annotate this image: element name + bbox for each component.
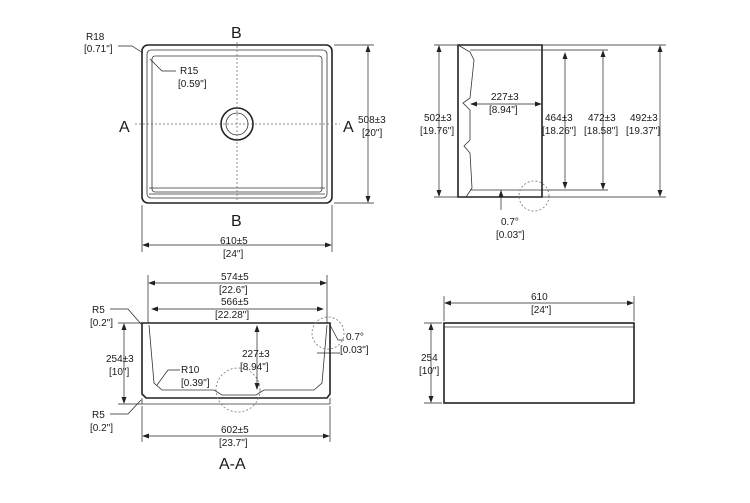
bowl-depth-arrow-right: [535, 101, 542, 107]
side-view: 502±3 [19.76"] 227±3 [8.94"] 464±3 [18.2…: [420, 44, 666, 241]
section-draft-angle-inch: [0.03"]: [340, 345, 369, 356]
outer-radius-inch: [0.71"]: [84, 44, 113, 55]
section-a-rim-detail-circle: [311, 316, 345, 350]
inner-length-1-arrow-top: [562, 52, 568, 59]
depth-arrow-top: [365, 45, 371, 52]
section-b-top-label: B: [231, 25, 242, 42]
depth-inch: [20"]: [362, 128, 382, 139]
bowl-depth-arrow-left: [470, 101, 477, 107]
inner-radius-leader: [149, 58, 176, 72]
section-a-floor-detail-circle: [215, 367, 261, 413]
overall-height-arrow-bottom: [436, 190, 442, 197]
outer-length-inch: [19.37"]: [626, 126, 660, 137]
depth-mm: 508±3: [358, 115, 386, 126]
inner-length-1-mm: 464±3: [545, 113, 573, 124]
front-width-arrow-left: [444, 300, 451, 306]
bowl-depth-mm: 227±3: [491, 92, 519, 103]
inner-length-1-inch: [18.26"]: [542, 126, 576, 137]
width-mm: 610±5: [220, 236, 248, 247]
section-a-right-label: A: [343, 119, 354, 136]
outer-length-mm: 492±3: [630, 113, 658, 124]
front-height-inch: [10"]: [419, 366, 439, 377]
side-view-inner-wall: [470, 49, 542, 191]
section-draft-angle-deg: 0.7°: [346, 332, 364, 343]
front-view-outline: [443, 322, 635, 404]
inner-length-2-arrow-bottom: [600, 183, 606, 190]
front-height-arrow-bottom: [428, 396, 434, 403]
top-radius-inch: [0.2"]: [90, 318, 113, 329]
floor-radius-inch: [0.39"]: [181, 378, 210, 389]
top-inner-width-mm: 566±5: [221, 297, 249, 308]
front-width-mm: 610: [531, 292, 548, 303]
front-height-mm: 254: [421, 353, 438, 364]
bottom-width-inch: [23.7"]: [219, 438, 248, 449]
side-view-outline: [457, 44, 543, 198]
front-width-arrow-right: [627, 300, 634, 306]
inner-length-2-arrow-top: [600, 50, 606, 57]
outer-length-arrow-bottom: [657, 190, 663, 197]
side-draft-arrow: [498, 190, 504, 197]
depth-arrow-bottom: [365, 196, 371, 203]
bottom-width-arrow-right: [323, 433, 330, 439]
inner-length-1-arrow-bottom: [562, 182, 568, 189]
section-bowl-depth-arrow-bottom: [254, 383, 260, 390]
floor-radius-mm: R10: [181, 365, 200, 376]
top-inner-width-arrow-right: [317, 306, 324, 312]
section-a-inner-wall: [148, 324, 328, 396]
section-bowl-depth-inch: [8.94"]: [240, 362, 269, 373]
inner-radius-mm: R15: [180, 66, 199, 77]
top-inner-width-inch: [22.28"]: [215, 310, 249, 321]
section-height-arrow-bottom: [121, 397, 127, 404]
top-outer-width-inch: [22.6"]: [219, 285, 248, 296]
overall-height-arrow-top: [436, 45, 442, 52]
outer-length-arrow-top: [657, 45, 663, 52]
top-outer-width-arrow-right: [320, 280, 327, 286]
top-outer-width-arrow-left: [148, 280, 155, 286]
overall-height-mm: 502±3: [424, 113, 452, 124]
bottom-radius-inch: [0.2"]: [90, 423, 113, 434]
inner-radius-inch: [0.59"]: [178, 79, 207, 90]
inner-length-2-inch: [18.58"]: [584, 126, 618, 137]
width-arrow-left: [142, 242, 149, 248]
top-radius-mm: R5: [92, 305, 105, 316]
section-height-arrow-top: [121, 323, 127, 330]
side-view-detail-circle: [518, 180, 550, 212]
bottom-width-arrow-left: [142, 433, 149, 439]
outer-radius-mm: R18: [86, 32, 105, 43]
overall-height-inch: [19.76"]: [420, 126, 454, 137]
top-view: B B A A R18 [0.71"] R15 [0.59"] 508±3 [2…: [84, 25, 386, 260]
section-a-view: 574±5 [22.6"] 566±5 [22.28"] R5 [0.2"] 2…: [90, 272, 369, 473]
side-view-front-apron: [457, 44, 475, 198]
bottom-width-mm: 602±5: [221, 425, 249, 436]
section-height-inch: [10"]: [109, 367, 129, 378]
top-radius-leader: [110, 308, 142, 325]
top-inner-width-arrow-left: [151, 306, 158, 312]
outer-radius-leader: [118, 45, 144, 54]
side-draft-angle-deg: 0.7°: [501, 217, 519, 228]
section-title: A-A: [219, 456, 246, 473]
floor-radius-leader: [156, 369, 180, 386]
front-height-arrow-top: [428, 323, 434, 330]
width-arrow-right: [325, 242, 332, 248]
side-draft-angle-inch: [0.03"]: [496, 230, 525, 241]
section-a-outline: [141, 322, 331, 399]
bowl-depth-inch: [8.94"]: [489, 105, 518, 116]
section-a-left-label: A: [119, 119, 130, 136]
section-draft-leader-top: [329, 324, 344, 341]
bottom-radius-mm: R5: [92, 410, 105, 421]
top-outer-width-mm: 574±5: [221, 272, 249, 283]
inner-length-2-mm: 472±3: [588, 113, 616, 124]
front-width-inch: [24"]: [531, 305, 551, 316]
width-inch: [24"]: [223, 249, 243, 260]
section-b-bottom-label: B: [231, 213, 242, 230]
section-bowl-depth-mm: 227±3: [242, 349, 270, 360]
front-view: 610 [24"] 254 [10"]: [419, 292, 635, 404]
section-height-mm: 254±3: [106, 354, 134, 365]
section-bowl-depth-arrow-top: [254, 325, 260, 332]
bottom-radius-leader: [110, 399, 142, 415]
